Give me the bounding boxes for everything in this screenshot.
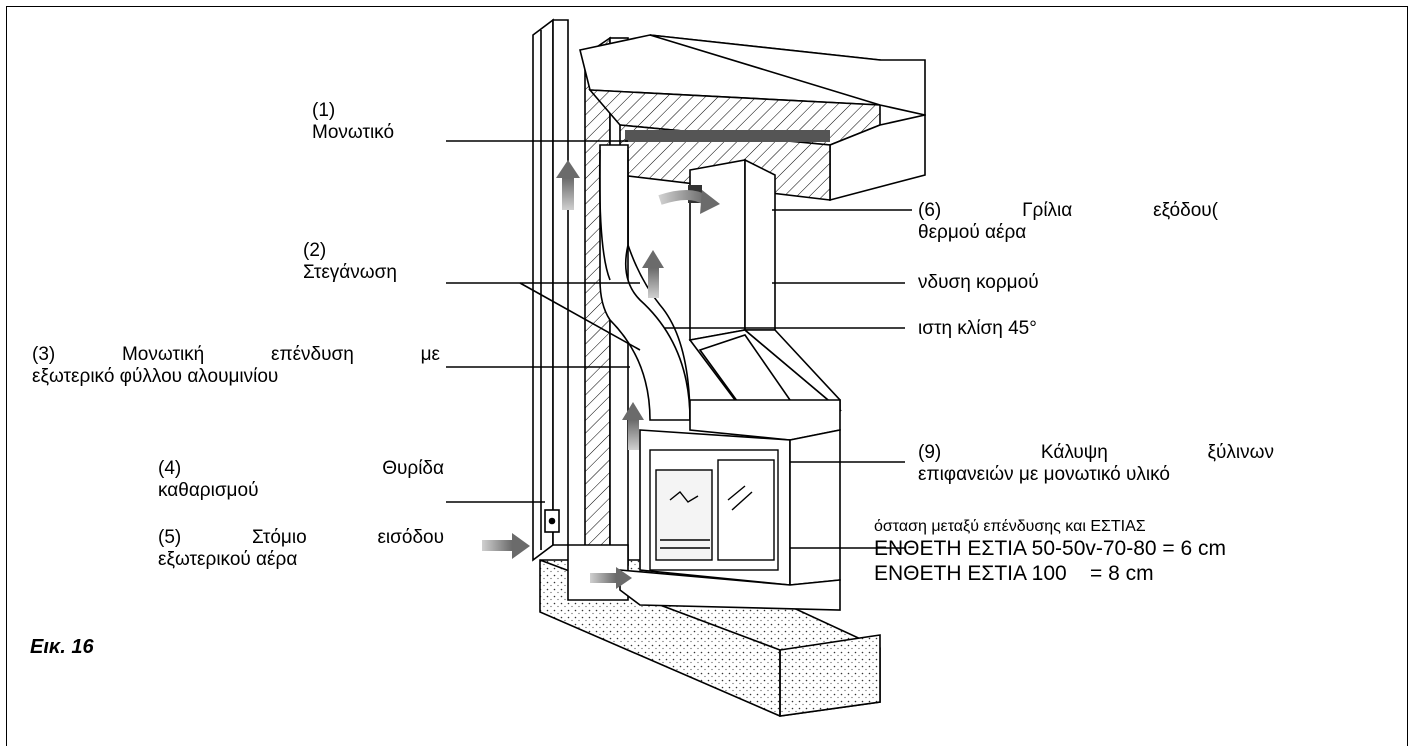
label-4-word-0: (4) — [158, 458, 182, 479]
label-3-line2: εξωτερικό φύλλου αλουμινίου — [32, 366, 279, 387]
label-3-word-2: επένδυση — [271, 344, 354, 365]
label-slope: ιστη κλίση 45° — [918, 318, 1037, 340]
label-5-word-0: (5) — [158, 527, 182, 548]
label-2-text: Στεγάνωση — [303, 262, 397, 283]
fire-insert — [649, 449, 779, 571]
label-5-line2: εξωτερικού αέρα — [158, 549, 298, 570]
label-air-inlet: (5) Στόμιο εισόδου εξωτερικού αέρα — [158, 527, 444, 571]
leader-lines — [446, 140, 912, 549]
label-10-line3: ΕΝΘΕΤΗ ΕΣΤΙΑ 100 = 8 cm — [874, 562, 1154, 585]
label-4-line2: καθαρισμού — [158, 480, 259, 501]
label-cleaning-hatch: (4) Θυρίδα καθαρισμού — [158, 458, 444, 502]
label-6-word-2: εξόδου( — [1153, 200, 1218, 221]
label-insulating-lining: (3) Μονωτική επένδυση με εξωτερικό φύλλο… — [32, 344, 440, 388]
insulation-strip — [625, 130, 830, 142]
outer-wall — [532, 18, 569, 562]
label-insulation: (1) Μονωτικό — [312, 100, 394, 144]
label-6-word-0: (6) — [918, 200, 942, 221]
label-10-line2: ΕΝΘΕΤΗ ΕΣΤΙΑ 50-50v-70-80 = 6 cm — [874, 537, 1227, 560]
label-8-text: ιστη κλίση 45° — [918, 318, 1037, 339]
arrow-up-left-wall — [556, 160, 580, 210]
label-5-word-1: Στόμιο — [252, 527, 307, 548]
flue-pipe — [598, 144, 691, 421]
label-4-word-1: Θυρίδα — [382, 458, 444, 479]
label-7-text: νδυση κορμού — [918, 272, 1039, 293]
arrow-inlet-inner — [590, 567, 632, 589]
label-9-word-1: Κάλυψη — [1040, 442, 1108, 463]
label-3-word-3: με — [420, 344, 440, 365]
air-flow-arrows — [482, 160, 720, 589]
label-2-number: (2) — [303, 240, 327, 261]
label-1-number: (1) — [312, 100, 336, 121]
figure-caption: Εικ. 16 — [30, 636, 94, 658]
leader-2b — [519, 282, 641, 351]
label-sealing: (2) Στεγάνωση — [303, 240, 397, 284]
arrow-exit-grille — [658, 190, 720, 214]
label-6-word-1: Γρίλια — [1022, 200, 1073, 221]
label-5-word-2: εισόδου — [377, 527, 444, 548]
label-body-lining: νδυση κορμού — [918, 272, 1039, 294]
label-10-line1: όσταση μεταξύ επένδυσης και ΕΣΤΙΑΣ — [874, 518, 1146, 535]
label-1-text: Μονωτικό — [312, 122, 395, 143]
label-9-word-2: ξύλινων — [1207, 442, 1274, 463]
label-distance: όσταση μεταξύ επένδυσης και ΕΣΤΙΑΣ ΕΝΘΕΤ… — [874, 518, 1226, 586]
arrow-up-lower — [622, 402, 644, 450]
arrow-inlet — [482, 533, 530, 559]
label-3-word-1: Μονωτική — [121, 344, 205, 365]
label-9-word-0: (9) — [918, 442, 942, 463]
arrow-up-flue — [642, 250, 664, 298]
label-6-line2: θερμού αέρα — [918, 222, 1027, 243]
label-exit-grille: (6) Γρίλια εξόδου( θερμού αέρα — [918, 200, 1218, 244]
label-9-line2: επιφανειών με μονωτικό υλικό — [918, 464, 1170, 485]
figure-frame — [6, 6, 1408, 746]
label-3-word-0: (3) — [32, 344, 56, 365]
label-wood-cover: (9) Κάλυψη ξύλινων επιφανειών με μονωτικ… — [918, 442, 1274, 486]
